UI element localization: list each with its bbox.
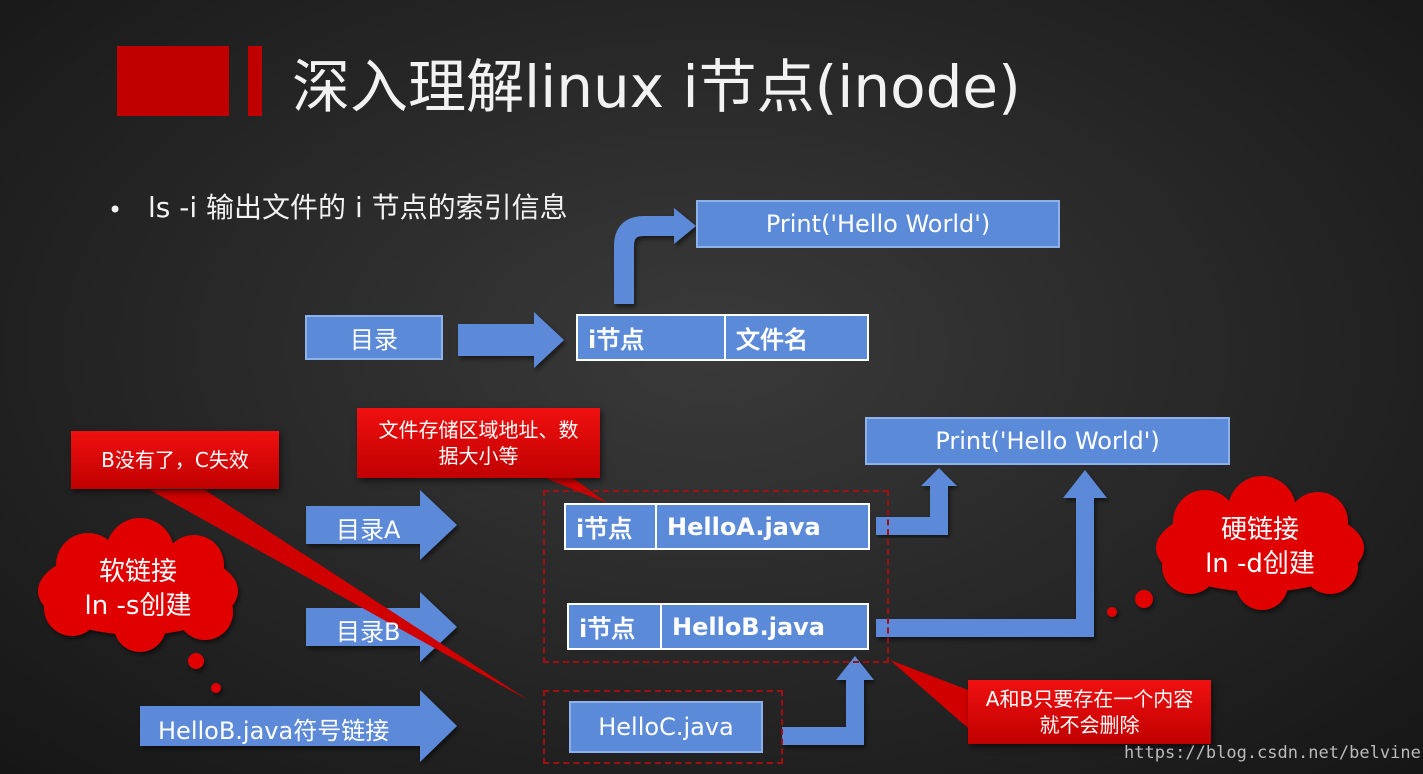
arrow-helloc-to-hellob [782, 656, 874, 745]
cloud-soft-link-shape [38, 518, 238, 693]
filename-cell: 文件名 [724, 316, 867, 359]
cloud-soft-link: 软链接 ln -s创建 [84, 557, 192, 621]
symlink-group-outline [543, 690, 783, 764]
inode-cell-b: i节点 [579, 615, 636, 643]
title-decor-bar [248, 46, 262, 116]
callout-pointer-a-and-b [890, 660, 968, 728]
inode-table-top: i节点 文件名 [576, 314, 869, 361]
callout-inode-info: 文件存储区域地址、数 据大小等 [357, 408, 600, 478]
inode-row-a: i节点 HelloA.java [564, 503, 870, 550]
dir-b-label: 目录B [336, 618, 401, 646]
inode-cell: i节点 [588, 326, 645, 354]
inode-row-b: i节点 HelloB.java [567, 603, 869, 650]
dir-a-label: 目录A [336, 516, 401, 544]
symlink-label: HelloB.java符号链接 [158, 717, 390, 745]
cloud-hard-link-shape [1107, 476, 1364, 617]
hardlink-group-outline [543, 490, 889, 663]
arrow-helloa-to-print [876, 468, 957, 535]
print-box-top: Print('Hello World') [696, 200, 1060, 248]
file-cell-a: HelloA.java [655, 505, 868, 548]
arrow-to-print-top [614, 208, 696, 304]
hello-c-box: HelloC.java [569, 701, 763, 753]
arrow-dir-to-inode [458, 312, 564, 368]
arrow-hellob-to-print [876, 470, 1107, 637]
arrow-dir-b [306, 592, 457, 662]
print-box-bottom: Print('Hello World') [865, 417, 1230, 465]
bullet-text: ls -i 输出文件的 i 节点的索引信息 [148, 191, 568, 224]
bullet-dot: • [108, 196, 123, 224]
page-title: 深入理解linux i节点(inode) [292, 53, 1021, 121]
callout-pointer-b-gone [150, 490, 528, 700]
title-decor-block [117, 46, 229, 116]
callout-b-gone: B没有了，C失效 [71, 431, 279, 489]
arrow-dir-a [306, 490, 457, 560]
cloud-hard-link: 硬链接 ln -d创建 [1205, 515, 1315, 579]
watermark: https://blog.csdn.net/belvine [1124, 743, 1421, 763]
inode-cell-a: i节点 [576, 515, 633, 543]
arrow-symlink [140, 690, 457, 762]
directory-box: 目录 [305, 315, 443, 360]
callout-a-and-b: A和B只要存在一个内容 就不会删除 [968, 680, 1211, 744]
file-cell-b: HelloB.java [660, 605, 867, 648]
